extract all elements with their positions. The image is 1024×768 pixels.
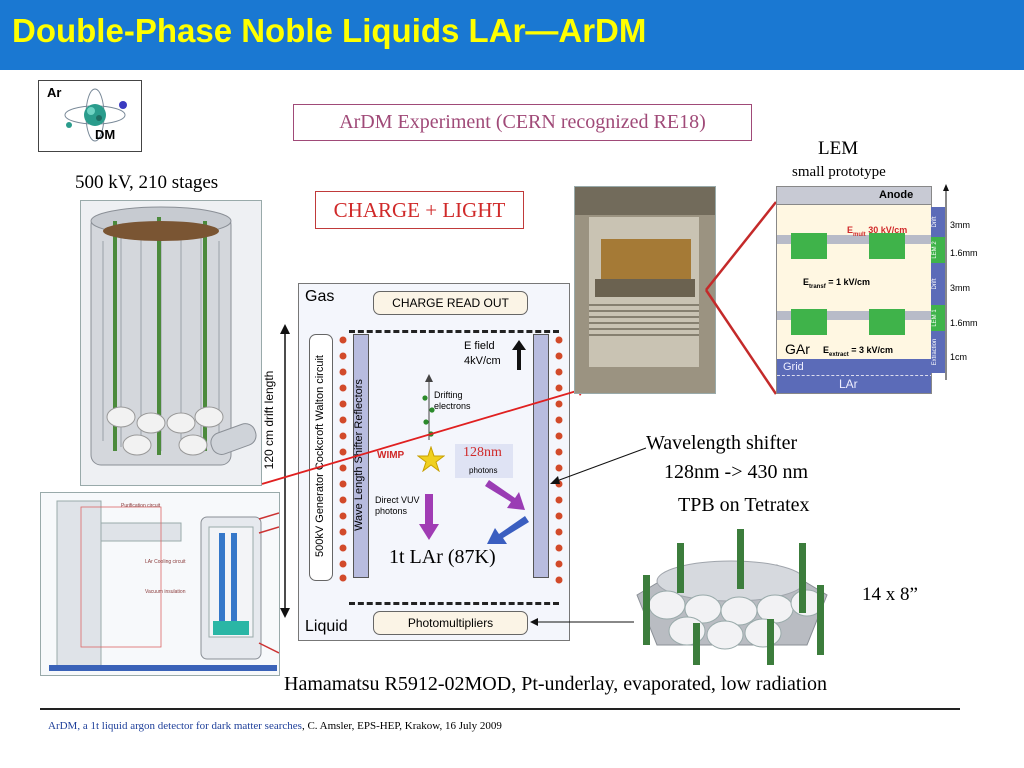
side-drift-mid bbox=[931, 263, 945, 305]
lem1-plate bbox=[777, 311, 931, 320]
wavelength-label: 128nm bbox=[463, 445, 502, 460]
lem-diagram: Anode Emult 30 kV/cm Etransf = 1 kV/cm G… bbox=[776, 186, 932, 394]
cryostat-rendering bbox=[80, 200, 262, 486]
photomultipliers-label: Photomultipliers bbox=[373, 611, 528, 635]
vacuum-label: Vacuum insulation bbox=[145, 589, 186, 595]
lem-connector-lines bbox=[704, 201, 778, 395]
detector-schematic: Gas CHARGE READ OUT 500kV Generator Cock… bbox=[298, 283, 570, 641]
lem1-left-hole bbox=[791, 309, 827, 335]
grid-label: Grid bbox=[783, 361, 804, 373]
dim-lem1: 1.6mm bbox=[950, 318, 978, 328]
liquid-surface-line bbox=[777, 375, 931, 376]
e-field-arrow-icon bbox=[512, 340, 526, 370]
blue-arrow-icon bbox=[487, 516, 529, 544]
lem2-plate bbox=[777, 235, 931, 244]
charge-light-label: CHARGE + LIGHT bbox=[315, 191, 524, 229]
cryostat-illustration bbox=[90, 206, 257, 466]
photons-box: 128nm photons bbox=[455, 444, 513, 478]
wimp-label: WIMP bbox=[377, 450, 405, 461]
side-drift-top bbox=[931, 207, 945, 237]
left-reflector bbox=[353, 334, 369, 578]
cryostat-schematic: Purification circuit LAr Cooling circuit… bbox=[40, 492, 280, 676]
gas-label: Gas bbox=[305, 288, 335, 305]
charge-readout-label: CHARGE READ OUT bbox=[373, 291, 528, 315]
cryostat-schematic-drawing bbox=[49, 500, 279, 671]
generator-box bbox=[309, 334, 333, 581]
shifter-line-1: Wavelength shifter bbox=[646, 432, 798, 454]
pmt-count: 14 x 8” bbox=[862, 584, 918, 605]
shifter-pointer-line bbox=[550, 447, 647, 484]
liquid-label: Liquid bbox=[305, 618, 348, 635]
side-lem1 bbox=[931, 305, 945, 331]
logo-atom-icon bbox=[64, 88, 127, 142]
lem-height-arrow-icon bbox=[943, 184, 949, 380]
lem-title: LEM bbox=[818, 138, 859, 159]
bottom-dashed-line bbox=[349, 602, 559, 605]
purification-label: Purification circuit bbox=[121, 503, 161, 509]
pmt-pointer-line bbox=[530, 618, 634, 626]
logo-text-ar: Ar bbox=[47, 85, 62, 100]
voltage-caption: 500 kV, 210 stages bbox=[75, 172, 219, 193]
lar-mass-label: 1t LAr (87K) bbox=[389, 546, 496, 568]
lem-side-column: Drift LEM 2 Drift LEM 1 Extraction bbox=[931, 207, 945, 373]
shifter-line-2: 128nm -> 430 nm bbox=[664, 461, 809, 483]
cooling-label: LAr Cooling circuit bbox=[145, 559, 186, 565]
wimp-star-icon bbox=[417, 446, 445, 472]
pmt-array-rendering bbox=[626, 524, 830, 666]
anode-layer: Anode bbox=[777, 187, 931, 205]
side-extraction bbox=[931, 331, 945, 373]
electrons-label: electrons bbox=[434, 401, 471, 411]
lem-photo-image bbox=[575, 187, 715, 393]
dim-lem2: 1.6mm bbox=[950, 248, 978, 258]
lem2-right-hole bbox=[869, 233, 905, 259]
vuv-arrow-icon bbox=[419, 494, 439, 540]
lem-photo bbox=[574, 186, 716, 394]
e-extract-label: Eextract = 3 kV/cm bbox=[823, 345, 893, 358]
shifter-line-3: TPB on Tetratex bbox=[678, 494, 810, 516]
drifting-label: Drifting bbox=[434, 390, 463, 400]
footer-author: , C. Amsler, EPS-HEP, Krakow, 16 July 20… bbox=[301, 720, 502, 732]
top-dashed-line bbox=[349, 330, 559, 333]
dim-extraction: 1cm bbox=[950, 352, 968, 362]
lem-lar-label: LAr bbox=[839, 377, 858, 391]
photons-label: photons bbox=[469, 466, 498, 475]
side-lem2 bbox=[931, 237, 945, 263]
footer-citation: ArDM, a 1t liquid argon detector for dar… bbox=[48, 720, 502, 732]
lar-layer: Grid LAr bbox=[777, 359, 931, 393]
slide-title: Double-Phase Noble Liquids LAr―ArDM bbox=[12, 12, 647, 49]
drift-length-arrow-icon bbox=[280, 324, 290, 618]
trajectory-line bbox=[262, 388, 586, 485]
e-mult-label: Emult 30 kV/cm bbox=[847, 225, 908, 238]
e-field-value: 4kV/cm bbox=[464, 355, 501, 367]
logo-text-dm: DM bbox=[95, 127, 116, 142]
right-reflector bbox=[533, 334, 549, 578]
title-bar: Double-Phase Noble Liquids LAr―ArDM bbox=[0, 0, 1024, 70]
gar-label: GAr bbox=[785, 341, 810, 357]
dim-drift-1: 3mm bbox=[950, 220, 970, 230]
direct-photons-label: photons bbox=[375, 506, 408, 516]
right-electrodes bbox=[555, 336, 563, 584]
pmt-caption: Hamamatsu R5912-02MOD, Pt-underlay, evap… bbox=[284, 673, 828, 695]
dim-drift-2: 3mm bbox=[950, 283, 970, 293]
ardm-logo: Ar DM bbox=[38, 80, 142, 152]
footer-title: ArDM, a 1t liquid argon detector for dar… bbox=[48, 720, 302, 732]
lem-subtitle: small prototype bbox=[792, 164, 886, 180]
lem1-right-hole bbox=[869, 309, 905, 335]
purple-arrow-icon bbox=[485, 480, 525, 510]
anode-label: Anode bbox=[879, 189, 914, 201]
e-transf-label: Etransf = 1 kV/cm bbox=[803, 277, 870, 290]
lem2-left-hole bbox=[791, 233, 827, 259]
left-electrodes bbox=[339, 336, 347, 582]
footer-divider bbox=[40, 708, 960, 710]
e-field-label: E field bbox=[464, 340, 495, 352]
experiment-label: ArDM Experiment (CERN recognized RE18) bbox=[293, 104, 752, 141]
direct-vuv-label: Direct VUV bbox=[375, 495, 420, 505]
pmt-array-illustration bbox=[636, 529, 828, 665]
